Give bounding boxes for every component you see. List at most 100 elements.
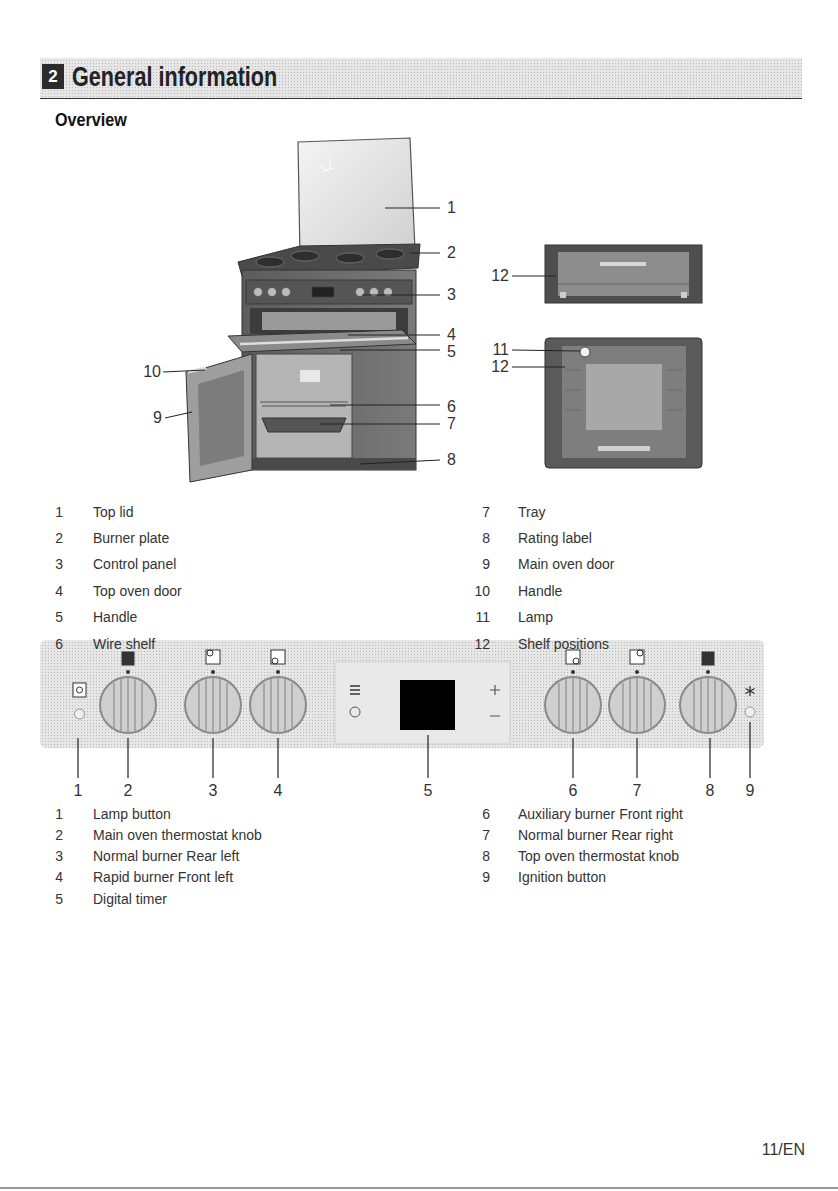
leader-line: [512, 367, 565, 368]
callout-number: 9: [746, 782, 755, 800]
leader-line: [427, 735, 428, 778]
part-name: Handle: [518, 584, 562, 599]
leader-lines: [163, 208, 580, 464]
part-number: 6: [55, 637, 63, 652]
clock-icon: [350, 707, 360, 717]
button: [745, 707, 755, 717]
callout-number: 7: [633, 782, 642, 800]
knob-ridges: [114, 678, 142, 733]
cooker-body: [242, 270, 416, 470]
part-name: Shelf positions: [518, 637, 609, 652]
section-number: 2: [48, 68, 57, 85]
shelf-positions: [565, 370, 683, 410]
part-number: 9: [482, 870, 490, 885]
part-name: Auxiliary burner Front right: [518, 807, 683, 822]
leader-line: [385, 208, 440, 209]
leader-line: [749, 722, 750, 778]
part-name: Main oven door: [518, 557, 615, 572]
oven-lamp: [580, 347, 590, 357]
burner: [256, 257, 284, 267]
timer-display: [400, 680, 455, 730]
lid-reflection: [318, 158, 334, 172]
top-oven-door: [228, 330, 416, 352]
part-name: Rating label: [518, 531, 592, 546]
top-oven-cavity: [262, 312, 396, 330]
callout-number: 3: [209, 782, 218, 800]
part-name: Control panel: [93, 557, 176, 572]
knob: [250, 650, 306, 733]
plus-minus-icons: [490, 685, 500, 716]
shelf-runner: [560, 292, 566, 298]
part-name: Top lid: [93, 505, 133, 520]
callout-number: 6: [447, 398, 456, 416]
timer-panel: [335, 662, 510, 744]
panel-leader-lines: [78, 722, 750, 778]
part-number: 2: [55, 828, 63, 843]
oven-frame: [545, 338, 702, 468]
burner-icon: [271, 650, 285, 664]
callout-number: 9: [153, 409, 162, 427]
leader-line: [212, 738, 213, 778]
oven-icon: [122, 652, 134, 665]
knob-body: [185, 677, 241, 733]
part-name: Wire shelf: [93, 637, 155, 652]
part-number: 1: [55, 807, 63, 822]
burners: [256, 249, 404, 267]
lamp-button: [73, 683, 86, 719]
part-number: 10: [474, 584, 490, 599]
part-name: Normal burner Rear right: [518, 828, 673, 843]
timer: [312, 287, 334, 297]
part-number: 6: [482, 807, 490, 822]
knob: [254, 288, 263, 297]
burner-icon: [206, 650, 220, 664]
leader-line: [572, 738, 573, 778]
callout-number: 10: [143, 363, 161, 381]
part-number: 4: [55, 870, 63, 885]
marker-dot: [126, 670, 130, 674]
footer-rule: [0, 1188, 838, 1189]
oven-frame: [545, 245, 702, 303]
control-panel-strip: [40, 640, 764, 748]
knob-ridges: [694, 678, 722, 733]
spark-icon: [746, 686, 755, 696]
lamp-icon: [73, 683, 86, 697]
menu-icon: [350, 686, 360, 694]
callout-number: 5: [447, 343, 456, 361]
burner: [291, 251, 319, 261]
leader-line: [410, 253, 440, 254]
part-number: 7: [482, 828, 490, 843]
oven-icon: [702, 652, 714, 665]
shelf-runner: [681, 292, 687, 298]
element: [598, 446, 650, 451]
header-band: [40, 58, 802, 98]
control-panel: [246, 280, 412, 304]
callout-number: 12: [491, 267, 509, 285]
part-number: 3: [55, 557, 63, 572]
part-name: Lamp: [518, 610, 553, 625]
callout-number: 2: [447, 244, 456, 262]
shelf-wire: [262, 406, 346, 407]
shelf-position: [565, 370, 582, 371]
part-number: 5: [55, 610, 63, 625]
burner-icon: [207, 650, 213, 656]
part-name: Tray: [518, 505, 545, 520]
marker-dot: [706, 670, 710, 674]
page-number: 11/EN: [762, 1141, 805, 1159]
leader-line: [636, 738, 637, 778]
callout-number: 11: [492, 341, 509, 359]
knob: [268, 288, 277, 297]
callout-number: 1: [447, 199, 456, 217]
shelf-position: [565, 390, 582, 391]
leader-line: [362, 295, 440, 296]
part-name: Lamp button: [93, 807, 171, 822]
callout-number: 3: [447, 286, 456, 304]
callout-number: 8: [706, 782, 715, 800]
shelf-wire: [260, 402, 348, 403]
leader-line: [163, 370, 205, 372]
marker-dot: [276, 670, 280, 674]
knob-ridges: [623, 678, 651, 733]
grill-element: [600, 262, 646, 266]
ignition-button: [745, 686, 755, 717]
top-lid: [298, 138, 415, 258]
handle: [240, 338, 408, 344]
